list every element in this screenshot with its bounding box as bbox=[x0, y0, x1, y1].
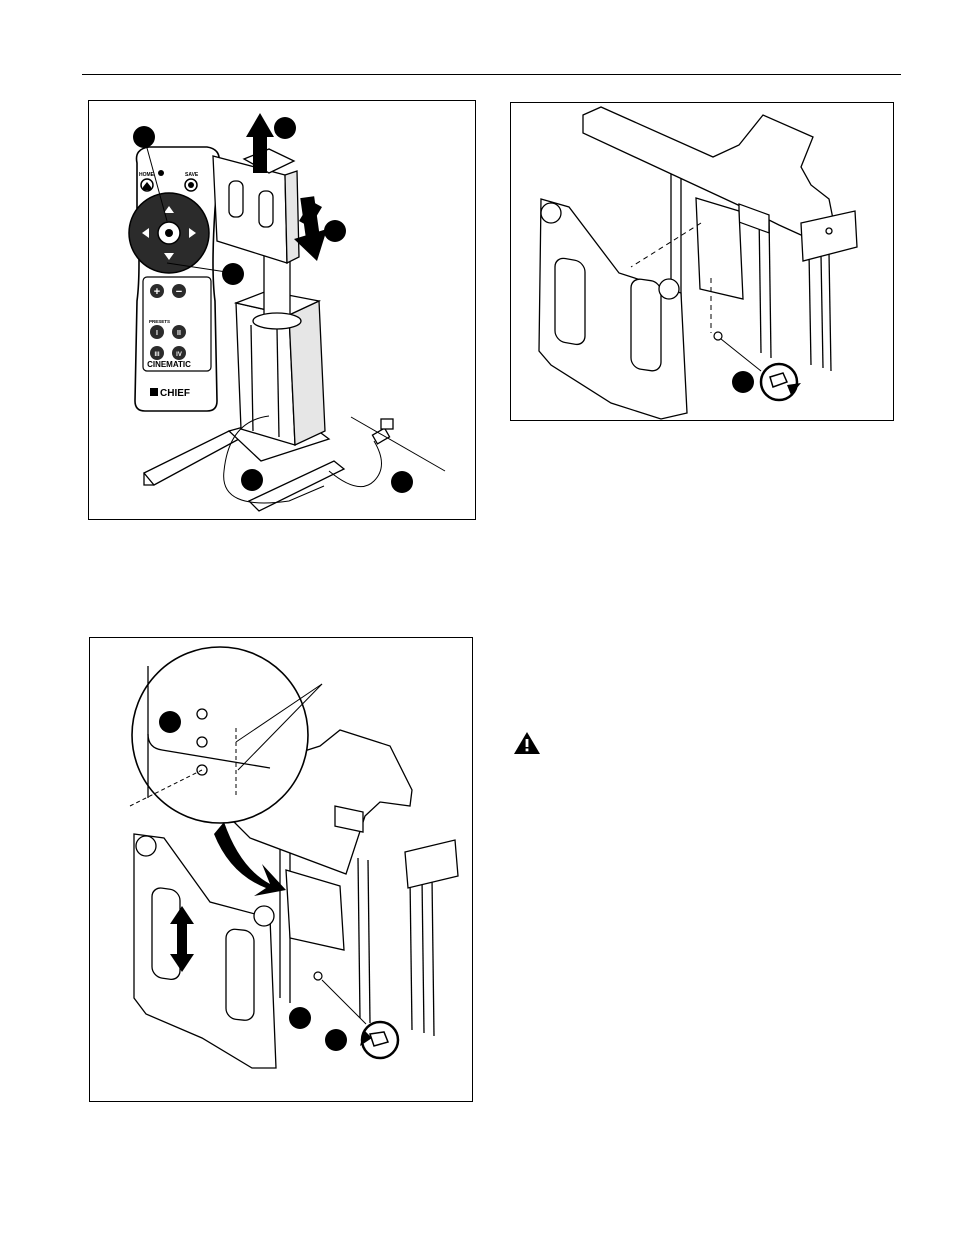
preset-label-1: I bbox=[156, 330, 158, 337]
callout-circle bbox=[133, 126, 155, 148]
callout-circle bbox=[159, 711, 181, 733]
save-label: SAVE bbox=[185, 172, 199, 178]
figure-bracket-align bbox=[89, 637, 473, 1102]
callout-circle bbox=[325, 1029, 347, 1051]
header-rule bbox=[82, 74, 901, 75]
warning-triangle-icon bbox=[513, 731, 541, 755]
plus-symbol: + bbox=[154, 286, 160, 298]
minus-symbol: − bbox=[176, 286, 182, 298]
preset-label-2: II bbox=[177, 330, 181, 337]
figure-bracket-tighten bbox=[510, 102, 894, 421]
screw-icon bbox=[714, 332, 722, 340]
callout-circle bbox=[222, 263, 244, 285]
callout-circle bbox=[241, 469, 263, 491]
callout-circle bbox=[289, 1007, 311, 1029]
presets-label: PRESETS bbox=[149, 319, 170, 324]
bracket-align-illustration bbox=[90, 638, 472, 1101]
brand-chief: CHIEF bbox=[160, 388, 190, 399]
callout-circle bbox=[732, 371, 754, 393]
tighten-counterclockwise-icon bbox=[360, 1022, 398, 1058]
callout-circle bbox=[274, 117, 296, 139]
bracket-tighten-illustration bbox=[511, 103, 893, 420]
home-label: HOME bbox=[139, 172, 155, 178]
callout-circle bbox=[324, 220, 346, 242]
brand-cinematic: CINEMATIC bbox=[147, 360, 191, 369]
led-indicator bbox=[158, 170, 164, 176]
chief-logo-icon bbox=[150, 388, 158, 396]
callout-circle bbox=[391, 471, 413, 493]
remote-and-lift-illustration: HOME SAVE + − PRESETS I II bbox=[89, 101, 475, 519]
preset-label-3: III bbox=[154, 352, 159, 358]
figure-remote-and-lift: HOME SAVE + − PRESETS I II bbox=[88, 100, 476, 520]
tighten-clockwise-icon bbox=[761, 364, 801, 400]
preset-label-4: IV bbox=[176, 352, 182, 358]
remote-control: HOME SAVE + − PRESETS I II bbox=[129, 147, 219, 411]
magnifier-detail bbox=[130, 647, 308, 823]
screw-icon bbox=[314, 972, 322, 980]
